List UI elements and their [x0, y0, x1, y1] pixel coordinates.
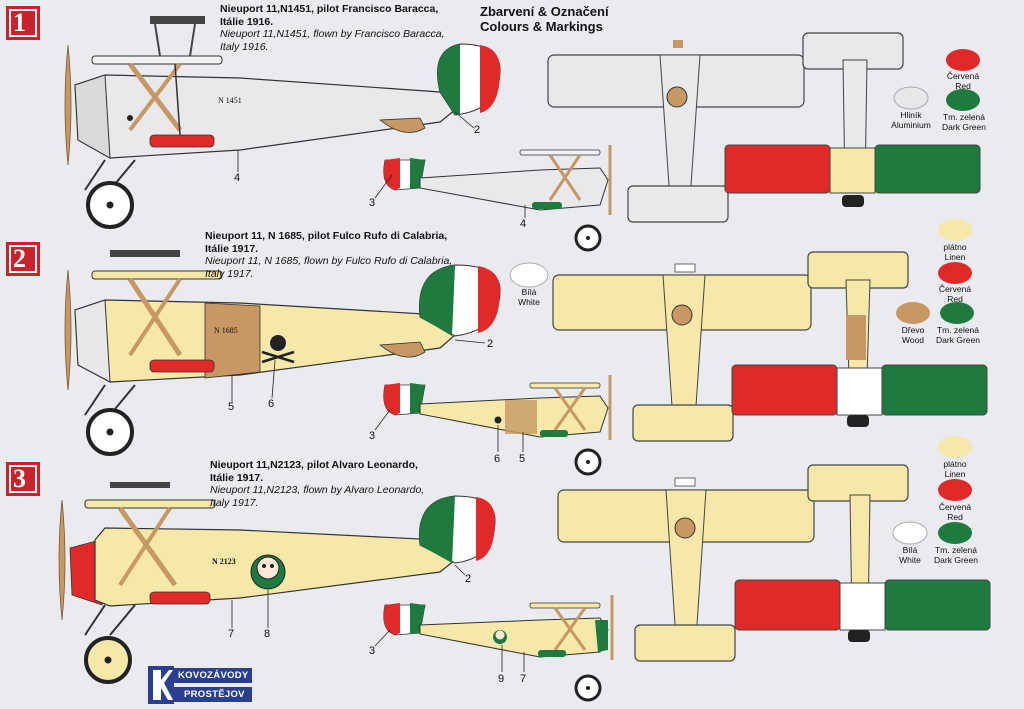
scheme-3-small-profile: [383, 595, 614, 702]
scheme-3-caption: Nieuport 11,N2123, pilot Alvaro Leonardo…: [210, 459, 424, 509]
scheme-2-badge: [6, 242, 40, 276]
logo-line-1: KOVOZÁVODY: [178, 670, 249, 681]
callout-number: 3: [369, 197, 376, 209]
callout-number: 8: [264, 628, 271, 640]
callout-number: 7: [520, 673, 527, 685]
scheme-2-english: Nieuport 11, N 1685, flown by Fulco Rufo…: [205, 255, 453, 267]
legend-swatches: [509, 49, 980, 545]
callout-number: 7: [228, 628, 235, 640]
scheme-1-serial: N 1451: [218, 96, 242, 105]
scheme-3-english-2: Italy 1917.: [210, 496, 259, 509]
scheme-2-title-2: Itálie 1917.: [205, 242, 259, 255]
scheme-3-profile: [58, 482, 496, 684]
scheme-3-underside-view: [734, 464, 991, 642]
scheme-2-top-view: [552, 263, 812, 442]
scheme-1-title-2: Itálie 1916.: [220, 15, 274, 28]
scheme-3-number: 3: [13, 464, 26, 493]
callout-number: 2: [465, 573, 472, 585]
scheme-2-profile: [64, 250, 501, 456]
scheme-1-badge: [6, 6, 40, 40]
scheme-3-top-view: [557, 477, 815, 662]
scheme-1-small-profile: [383, 145, 612, 252]
kovozavody-logo: KOVOZÁVODY PROSTĚJOV: [148, 666, 252, 704]
callout-number: 5: [519, 453, 526, 465]
callout-number: 6: [268, 398, 275, 410]
callout-leaders: [231, 111, 526, 672]
scheme-1-profile: [64, 16, 501, 229]
scheme-1-caption: Nieuport 11,N1451, pilot Francisco Barac…: [220, 3, 445, 53]
scheme-3-title: Nieuport 11,N2123, pilot Alvaro Leonardo…: [210, 459, 418, 471]
scheme-2-number: 2: [13, 244, 26, 273]
scheme-3-badge: [6, 462, 40, 496]
callout-number: 3: [369, 430, 376, 442]
logo-mark-icon: [148, 666, 252, 704]
scheme-1-number: 1: [13, 8, 26, 37]
scheme-2-title: Nieuport 11, N 1685, pilot Fulco Rufo di…: [205, 230, 448, 242]
callout-number: 4: [520, 218, 527, 230]
header-line-1: Zbarvení & Označení: [480, 4, 609, 19]
callout-number: 9: [498, 673, 505, 685]
scheme-3-title-2: Itálie 1917.: [210, 471, 264, 484]
callout-number: 2: [487, 338, 494, 350]
scheme-2-caption: Nieuport 11, N 1685, pilot Fulco Rufo di…: [205, 230, 452, 280]
scheme-1-english-2: Italy 1916.: [220, 40, 269, 53]
scheme-2-serial: N 1685: [214, 326, 238, 335]
callout-number: 4: [234, 172, 241, 184]
header-line-2: Colours & Markings: [480, 19, 603, 34]
logo-line-2: PROSTĚJOV: [184, 689, 245, 700]
callout-number: 3: [369, 645, 376, 657]
scheme-3-english: Nieuport 11,N2123, flown by Alvaro Leona…: [210, 484, 425, 496]
scheme-1-top-view: [547, 40, 805, 223]
callout-number: 6: [494, 453, 501, 465]
callout-number: 5: [228, 401, 235, 413]
scheme-2-underside-view: [731, 251, 988, 427]
sheet-header: Zbarvení & Označení Colours & Markings: [480, 4, 609, 34]
scheme-1-title: Nieuport 11,N1451, pilot Francisco Barac…: [220, 3, 439, 15]
scheme-1-underside-view: [724, 32, 981, 207]
scheme-2-small-profile: [383, 375, 612, 476]
scheme-1-english: Nieuport 11,N1451, flown by Francisco Ba…: [220, 28, 445, 40]
callout-number: 2: [474, 124, 481, 136]
scheme-3-serial: N 2123: [212, 557, 236, 566]
scheme-2-english-2: Italy 1917.: [205, 267, 254, 280]
